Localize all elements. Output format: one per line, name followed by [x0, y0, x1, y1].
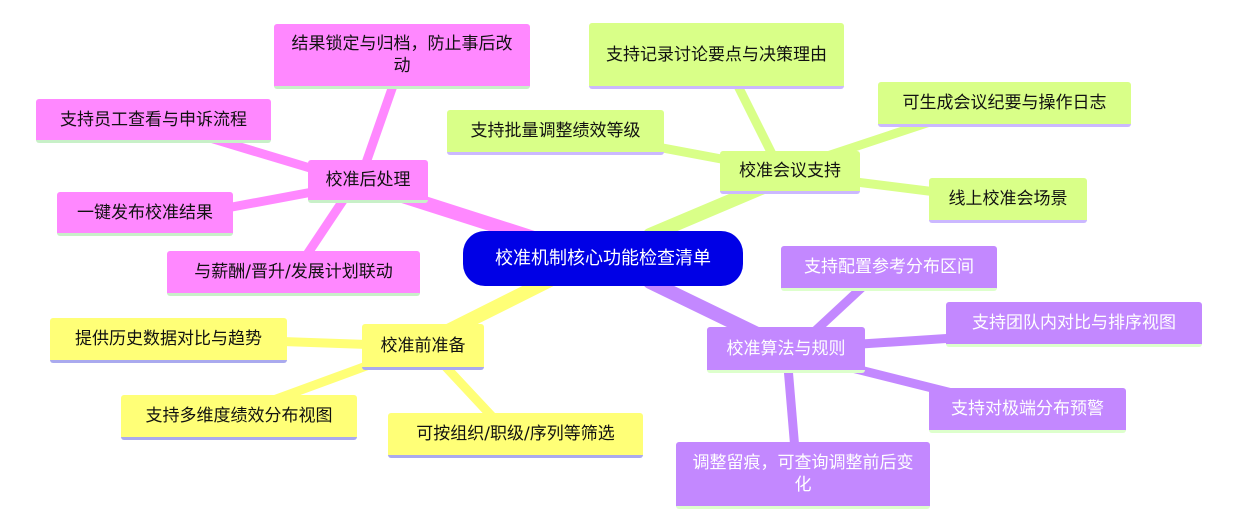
- leaf-node[interactable]: 可按组织/职级/序列等筛选: [388, 413, 643, 458]
- leaf-node[interactable]: 提供历史数据对比与趋势: [50, 318, 287, 363]
- leaf-node[interactable]: 一键发布校准结果: [57, 192, 233, 236]
- leaf-node[interactable]: 与薪酬/晋升/发展计划联动: [167, 251, 420, 296]
- leaf-node[interactable]: 支持批量调整绩效等级: [447, 110, 664, 155]
- branch-post-calibration[interactable]: 校准后处理: [308, 160, 428, 203]
- leaf-node[interactable]: 可生成会议纪要与操作日志: [878, 82, 1131, 127]
- leaf-node[interactable]: 线上校准会场景: [929, 178, 1087, 223]
- leaf-node[interactable]: 支持记录讨论要点与决策理由: [589, 23, 844, 89]
- branch-algorithm-rules[interactable]: 校准算法与规则: [707, 327, 865, 373]
- leaf-node[interactable]: 支持团队内对比与排序视图: [946, 302, 1202, 347]
- branch-meeting-support[interactable]: 校准会议支持: [720, 151, 860, 194]
- leaf-node[interactable]: 支持多维度绩效分布视图: [121, 395, 357, 440]
- leaf-node[interactable]: 结果锁定与归档，防止事后改动: [274, 24, 530, 89]
- leaf-node[interactable]: 支持配置参考分布区间: [781, 246, 997, 291]
- leaf-node[interactable]: 调整留痕，可查询调整前后变化: [676, 442, 930, 509]
- leaf-node[interactable]: 支持员工查看与申诉流程: [36, 99, 271, 143]
- root-node[interactable]: 校准机制核心功能检查清单: [463, 231, 743, 286]
- branch-pre-calibration[interactable]: 校准前准备: [362, 324, 484, 370]
- leaf-node[interactable]: 支持对极端分布预警: [929, 388, 1126, 433]
